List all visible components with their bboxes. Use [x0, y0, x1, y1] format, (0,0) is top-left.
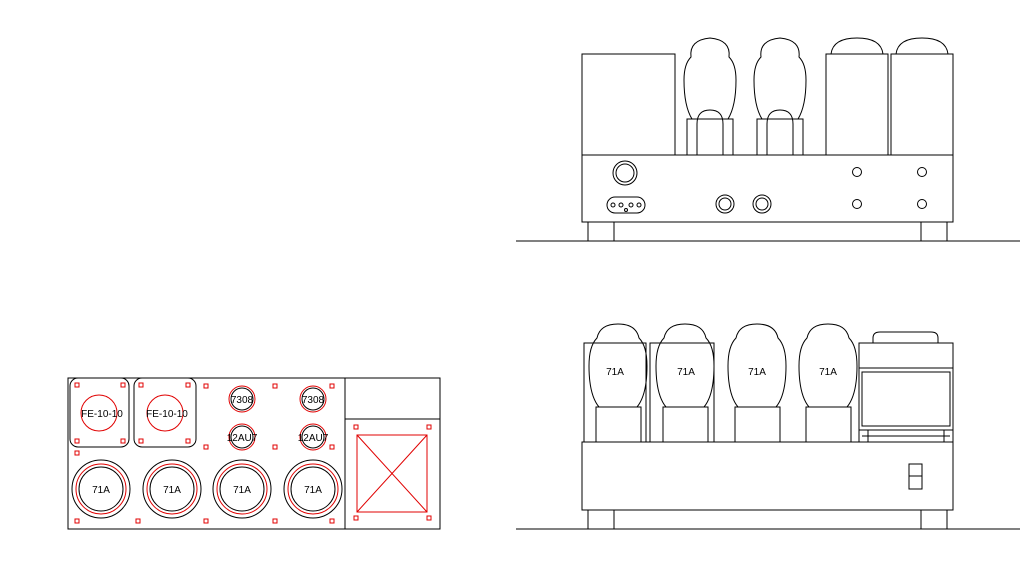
side-foot-right — [920, 509, 948, 530]
top-socket-12au7-2 — [299, 423, 327, 451]
top-mounting-holes — [74, 382, 432, 524]
top-socket-label-3: 12AU7 — [227, 433, 258, 444]
side-tube-2 — [655, 323, 715, 443]
front-foot-right — [920, 221, 948, 242]
front-knob-3 — [852, 199, 862, 209]
top-transformer-plate-2 — [133, 377, 197, 448]
top-output-tube-label-3: 71A — [233, 485, 251, 496]
top-transformer-label-1: FE-10-10 — [81, 409, 123, 420]
front-jack-2 — [752, 194, 772, 214]
top-transformer-label-2: FE-10-10 — [146, 409, 188, 420]
side-tube-label-2: 71A — [677, 367, 695, 378]
front-power-socket-inner — [615, 163, 635, 183]
side-view — [516, 323, 1020, 530]
top-output-tube-label-4: 71A — [304, 485, 322, 496]
front-transformer-bell-1 — [830, 37, 884, 55]
front-tube-2 — [753, 37, 807, 156]
top-socket-7308-2 — [299, 385, 327, 413]
side-tube-3 — [727, 323, 787, 443]
front-knob-2 — [917, 167, 927, 177]
top-socket-label-4: 12AU7 — [298, 433, 329, 444]
front-output-transformer-2 — [890, 53, 954, 156]
front-xlr-flange — [606, 196, 646, 214]
side-foot-left — [587, 509, 615, 530]
top-socket-71a-2 — [142, 459, 202, 519]
top-transformer-circle-1 — [80, 394, 118, 432]
top-power-transformer — [356, 434, 428, 513]
top-socket-7308-1 — [228, 385, 256, 413]
top-socket-71a-1 — [71, 459, 131, 519]
front-transformer-bell-2 — [895, 37, 949, 55]
side-shield-2 — [649, 342, 715, 443]
front-knob-1 — [852, 167, 862, 177]
front-power-transformer — [581, 53, 676, 156]
top-chassis-outline — [67, 377, 441, 530]
top-transformer-plate-1 — [69, 377, 130, 448]
top-socket-12au7-1 — [228, 423, 256, 451]
labels: FE-10-10 FE-10-10 7308 7308 12AU7 12AU7 … — [81, 367, 837, 496]
side-tube-label-4: 71A — [819, 367, 837, 378]
side-tube-label-3: 71A — [748, 367, 766, 378]
front-output-transformer-1 — [825, 53, 889, 156]
top-transformer-circle-2 — [146, 394, 184, 432]
front-tube-1 — [683, 37, 737, 156]
top-socket-71a-4 — [283, 459, 343, 519]
side-tube-4 — [798, 323, 858, 443]
top-output-tube-label-1: 71A — [92, 485, 110, 496]
front-jack-2-inner — [755, 197, 769, 211]
top-socket-71a-3 — [212, 459, 272, 519]
side-shield-1 — [583, 342, 647, 443]
side-tube-label-1: 71A — [606, 367, 624, 378]
front-foot-left — [587, 221, 615, 242]
front-knob-4 — [917, 199, 927, 209]
front-power-socket-outer — [612, 160, 638, 186]
side-transformer — [858, 331, 954, 443]
front-jack-1 — [715, 194, 735, 214]
front-jack-1-inner — [718, 197, 732, 211]
top-socket-label-1: 7308 — [231, 395, 254, 406]
top-socket-label-2: 7308 — [302, 395, 325, 406]
side-chassis — [581, 441, 954, 511]
top-view — [67, 377, 441, 530]
front-view — [516, 37, 1020, 242]
side-tube-1 — [588, 323, 648, 443]
front-chassis — [581, 154, 954, 223]
top-output-tube-label-2: 71A — [163, 485, 181, 496]
